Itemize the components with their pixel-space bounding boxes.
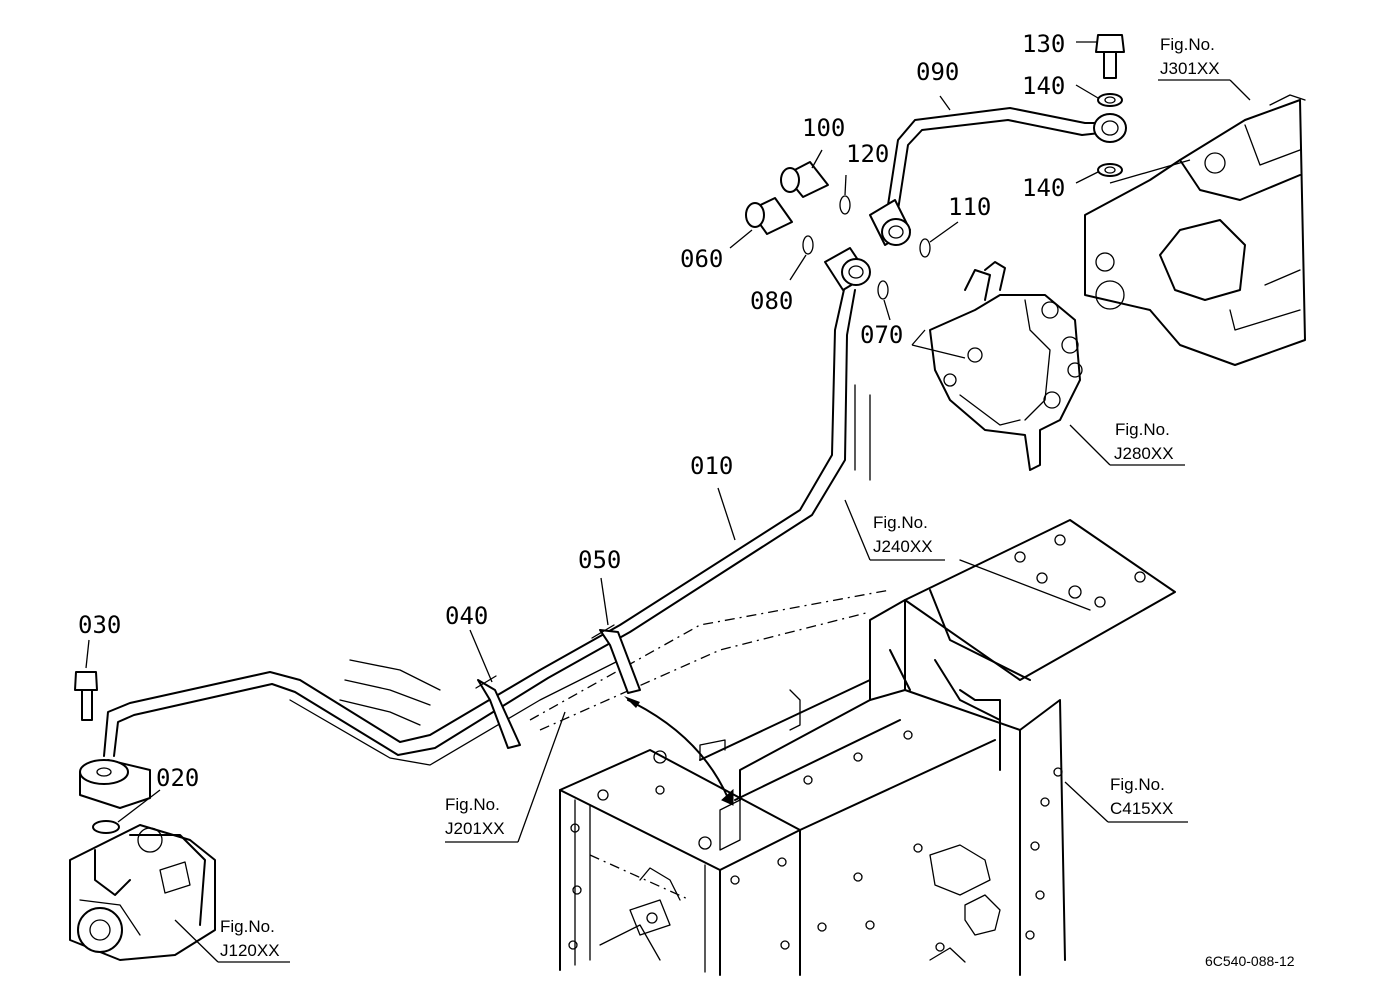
pipe-010 bbox=[103, 284, 856, 766]
fig-j201: J201XX bbox=[445, 819, 505, 838]
fig-prefix-j301: Fig.No. bbox=[1160, 35, 1215, 54]
chassis-frame bbox=[559, 519, 1176, 976]
pipe-090 bbox=[887, 107, 1101, 211]
fig-prefix-j201: Fig.No. bbox=[445, 795, 500, 814]
label-030: 030 bbox=[78, 611, 121, 639]
fig-c415: C415XX bbox=[1110, 799, 1173, 818]
label-070: 070 bbox=[860, 321, 903, 349]
label-060: 060 bbox=[680, 245, 723, 273]
reference-lines bbox=[339, 384, 891, 731]
fig-prefix-j240: Fig.No. bbox=[873, 513, 928, 532]
banjo-fittings bbox=[79, 113, 1127, 809]
label-140-bottom: 140 bbox=[1022, 174, 1065, 202]
fig-j120: J120XX bbox=[220, 941, 280, 960]
part-labels: 130 140 090 140 100 120 110 060 080 070 … bbox=[78, 30, 1065, 792]
label-100: 100 bbox=[802, 114, 845, 142]
o-ring-120 bbox=[839, 195, 851, 215]
label-040: 040 bbox=[445, 602, 488, 630]
transmission-case bbox=[1084, 94, 1306, 366]
label-020: 020 bbox=[156, 764, 199, 792]
label-010: 010 bbox=[690, 452, 733, 480]
fig-prefix-j280: Fig.No. bbox=[1115, 420, 1170, 439]
label-110: 110 bbox=[948, 193, 991, 221]
leader-lines bbox=[85, 41, 1251, 963]
label-130: 130 bbox=[1022, 30, 1065, 58]
fig-prefix-c415: Fig.No. bbox=[1110, 775, 1165, 794]
fig-prefix-j120: Fig.No. bbox=[220, 917, 275, 936]
diagram-code: 6C540-088-12 bbox=[1205, 953, 1295, 969]
label-090: 090 bbox=[916, 58, 959, 86]
control-valve bbox=[929, 261, 1083, 471]
fig-j301: J301XX bbox=[1160, 59, 1220, 78]
label-120: 120 bbox=[846, 140, 889, 168]
label-140-top: 140 bbox=[1022, 72, 1065, 100]
fig-j240: J240XX bbox=[873, 537, 933, 556]
fig-j280: J280XX bbox=[1114, 444, 1174, 463]
figure-references: Fig.No. J301XX Fig.No. J280XX Fig.No. J2… bbox=[220, 35, 1295, 969]
hardware bbox=[74, 34, 1125, 834]
o-ring-080 bbox=[802, 235, 814, 255]
o-ring-110 bbox=[919, 238, 931, 258]
hydraulic-pump bbox=[69, 824, 216, 961]
o-ring-070 bbox=[877, 280, 889, 300]
label-050: 050 bbox=[578, 546, 621, 574]
label-080: 080 bbox=[750, 287, 793, 315]
